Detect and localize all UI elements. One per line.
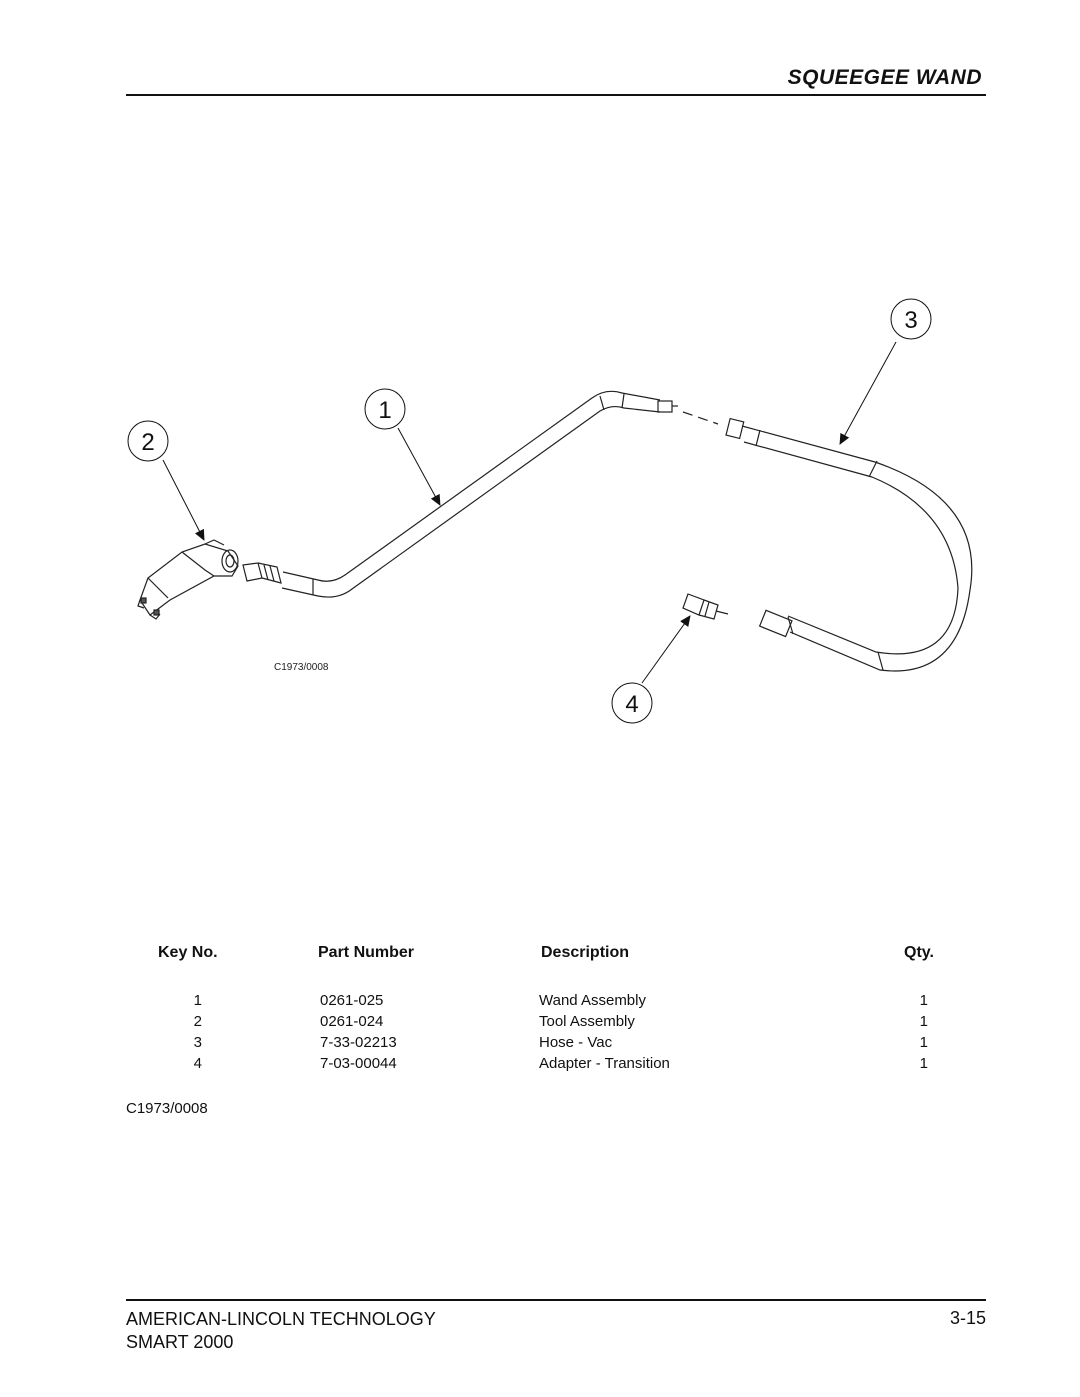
- table-row: 4 7-03-00044 Adapter - Transition 1: [0, 1055, 1080, 1076]
- part-number-cell: 0261-025: [320, 992, 384, 1009]
- table-row: 1 0261-025 Wand Assembly 1: [0, 992, 1080, 1013]
- callout-1: 1: [364, 388, 406, 430]
- callout-leaders: [162, 341, 897, 684]
- description-cell: Tool Assembly: [539, 1013, 635, 1030]
- header-part-number: Part Number: [318, 944, 415, 961]
- tool-assembly: [137, 539, 239, 620]
- part-number-cell: 0261-024: [320, 1013, 384, 1030]
- footer-left: AMERICAN-LINCOLN TECHNOLOGY SMART 2000: [126, 1308, 436, 1354]
- wand-assembly: [281, 390, 719, 598]
- qty-cell: 1: [919, 992, 928, 1009]
- header-rule: [126, 94, 986, 96]
- callout-label-4: 4: [625, 691, 638, 718]
- header-qty: Qty.: [904, 944, 934, 961]
- description-cell: Adapter - Transition: [539, 1055, 670, 1072]
- description-cell: Wand Assembly: [539, 992, 646, 1009]
- page-number: 3-15: [949, 1308, 986, 1328]
- footer-model: SMART 2000: [126, 1332, 234, 1352]
- callout-2: 2: [127, 420, 169, 462]
- table-row: 2 0261-024 Tool Assembly 1: [0, 1013, 1080, 1034]
- wand-coupler: [242, 562, 282, 584]
- key-no-cell: 1: [193, 992, 202, 1009]
- drawing-code: C1973/0008: [274, 662, 329, 673]
- callout-4: 4: [611, 682, 653, 724]
- qty-cell: 1: [919, 1034, 928, 1051]
- key-no-cell: 3: [193, 1034, 202, 1051]
- qty-cell: 1: [919, 1055, 928, 1072]
- key-no-cell: 2: [193, 1013, 202, 1030]
- qty-cell: 1: [919, 1013, 928, 1030]
- vac-hose: [725, 417, 973, 672]
- page-title: SQUEEGEE WAND: [787, 66, 982, 89]
- part-number-cell: 7-03-00044: [320, 1055, 397, 1072]
- callout-label-3: 3: [904, 307, 917, 334]
- description-cell: Hose - Vac: [539, 1034, 613, 1051]
- transition-adapter: [682, 593, 729, 620]
- parts-diagram: 1 2 3 4 C1973/0008: [127, 298, 973, 724]
- callout-label-1: 1: [378, 397, 391, 424]
- key-no-cell: 4: [193, 1055, 202, 1072]
- callout-label-2: 2: [141, 429, 154, 456]
- header-description: Description: [541, 944, 630, 961]
- table-row: 3 7-33-02213 Hose - Vac 1: [0, 1034, 1080, 1055]
- header-key-no: Key No.: [158, 944, 218, 961]
- callout-3: 3: [890, 298, 932, 340]
- part-number-cell: 7-33-02213: [320, 1034, 397, 1051]
- footer-company: AMERICAN-LINCOLN TECHNOLOGY: [126, 1309, 436, 1329]
- reference-code: C1973/0008: [126, 1100, 208, 1117]
- footer-rule: [126, 1299, 986, 1301]
